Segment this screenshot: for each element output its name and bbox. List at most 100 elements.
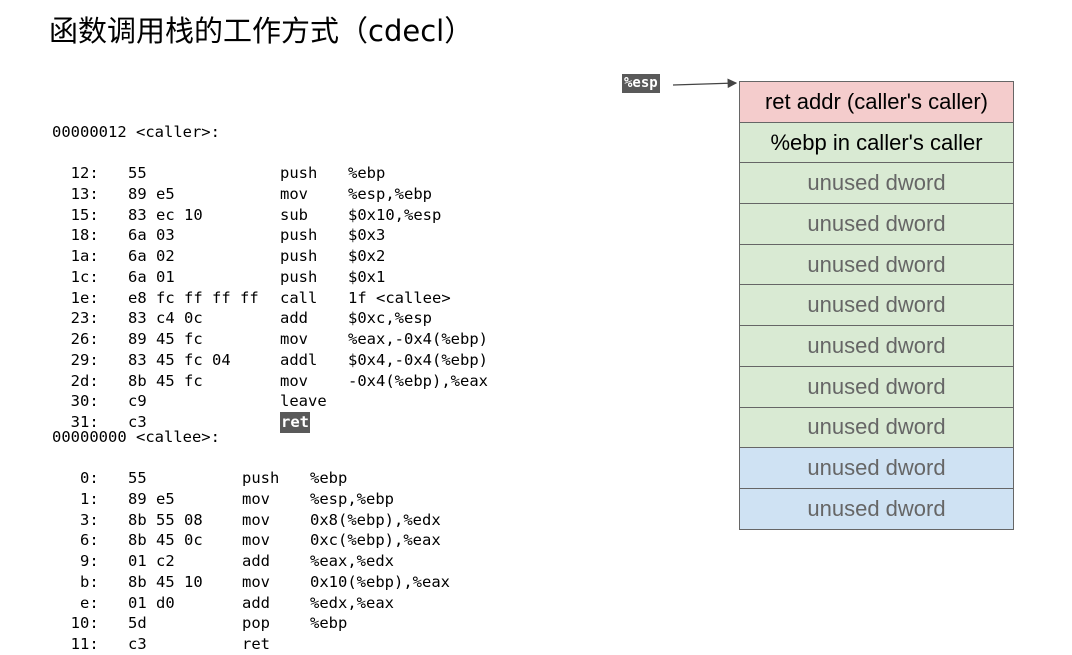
callee-op: mov — [242, 489, 270, 508]
caller-bytes: 6a 03 — [128, 226, 175, 245]
stack-slot: %ebp in caller's caller — [739, 122, 1014, 164]
caller-op: mov — [280, 184, 308, 203]
caller-op: ret — [280, 412, 310, 433]
caller-bytes: 6a 01 — [128, 267, 175, 286]
callee-addr: 0: — [52, 469, 99, 487]
caller-addr: 30: — [52, 392, 99, 411]
stack-slot: ret addr (caller's caller) — [739, 82, 1014, 123]
caller-op: sub — [280, 205, 308, 224]
caller-addr: 31: — [52, 413, 99, 431]
esp-pointer-label: %esp — [622, 74, 660, 93]
stack-slot: unused dword — [739, 366, 1014, 408]
callee-args: %eax,%edx — [310, 552, 394, 570]
callee-args: 0x10(%ebp),%eax — [310, 572, 450, 591]
callee-addr: 6: — [52, 531, 99, 550]
caller-args: $0xc,%esp — [348, 309, 432, 328]
caller-addr: 1e: — [52, 288, 99, 307]
caller-op: push — [280, 164, 318, 182]
callee-bytes: c3 — [128, 635, 147, 653]
caller-bytes: 6a 02 — [128, 247, 175, 265]
caller-bytes: 89 e5 — [128, 184, 175, 203]
caller-addr: 29: — [52, 350, 99, 369]
callee-header-text: 00000000 <callee>: — [52, 427, 220, 446]
caller-addr: 13: — [52, 184, 99, 203]
stack-slot: unused dword — [739, 326, 1014, 367]
callee-args: %esp,%ebp — [310, 489, 394, 508]
callee-args: %ebp — [310, 614, 348, 633]
caller-op: addl — [280, 350, 318, 369]
caller-addr: 23: — [52, 309, 99, 328]
caller-args: $0x1 — [348, 267, 386, 286]
callee-bytes: 55 — [128, 469, 147, 487]
caller-line: 1a: 6a 02 push $0x2 — [52, 246, 386, 267]
callee-bytes: 01 d0 — [128, 593, 175, 612]
callee-line: e: 01 d0 add %edx,%eax — [52, 593, 394, 614]
caller-args: %esp,%ebp — [348, 184, 432, 203]
caller-bytes: 83 c4 0c — [128, 309, 203, 328]
caller-addr: 1c: — [52, 267, 99, 286]
stack-slot: unused dword — [739, 488, 1014, 530]
caller-line: 1e: e8 fc ff ff ff call 1f <callee> — [52, 288, 451, 309]
stack-slot: unused dword — [739, 285, 1014, 327]
caller-args: $0x4,-0x4(%ebp) — [348, 350, 488, 369]
caller-op: call — [280, 288, 318, 307]
callee-args: %ebp — [310, 469, 348, 487]
callee-line: 10: 5d pop %ebp — [52, 613, 348, 634]
callee-args: %edx,%eax — [310, 593, 394, 612]
callee-op: ret — [242, 635, 270, 653]
callee-addr: 10: — [52, 614, 99, 633]
callee-addr: b: — [52, 572, 99, 591]
callee-addr: e: — [52, 593, 99, 612]
callee-bytes: 8b 45 10 — [128, 572, 203, 591]
callee-addr: 11: — [52, 635, 99, 653]
stack-diagram: ret addr (caller's caller)%ebp in caller… — [739, 81, 1014, 530]
stack-slot: unused dword — [739, 204, 1014, 245]
callee-line: 11: c3 ret — [52, 634, 270, 655]
caller-args: 1f <callee> — [348, 288, 451, 307]
caller-bytes: e8 fc ff ff ff — [128, 288, 259, 307]
caller-line: 15: 83 ec 10 sub $0x10,%esp — [52, 205, 442, 226]
callee-bytes: 01 c2 — [128, 552, 175, 570]
caller-args: $0x10,%esp — [348, 205, 442, 224]
caller-args: $0x2 — [348, 247, 386, 265]
caller-op: push — [280, 226, 318, 245]
caller-op: push — [280, 247, 318, 265]
caller-bytes: 83 ec 10 — [128, 205, 203, 224]
callee-op: add — [242, 593, 270, 612]
caller-line: 29: 83 45 fc 04 addl $0x4,-0x4(%ebp) — [52, 350, 488, 371]
caller-op: leave — [280, 392, 327, 411]
stack-slot: unused dword — [739, 448, 1014, 489]
callee-op: mov — [242, 572, 270, 591]
caller-args: %ebp — [348, 164, 386, 182]
callee-args: 0xc(%ebp),%eax — [310, 531, 441, 550]
caller-header-text: 00000012 <caller>: — [52, 122, 220, 141]
caller-bytes: c9 — [128, 392, 147, 411]
callee-bytes: 89 e5 — [128, 489, 175, 508]
caller-args: -0x4(%ebp),%eax — [348, 371, 488, 390]
caller-addr: 15: — [52, 205, 99, 224]
caller-bytes: 55 — [128, 164, 147, 182]
caller-bytes: 8b 45 fc — [128, 371, 203, 390]
page-title: 函数调用栈的工作方式（cdecl） — [49, 14, 474, 48]
caller-addr: 1a: — [52, 247, 99, 265]
caller-addr: 26: — [52, 330, 99, 348]
caller-op: mov — [280, 371, 308, 390]
stack-slot: unused dword — [739, 244, 1014, 286]
callee-addr: 3: — [52, 510, 99, 529]
callee-bytes: 5d — [128, 614, 147, 633]
callee-op: pop — [242, 614, 270, 633]
caller-bytes: 83 45 fc 04 — [128, 350, 231, 369]
callee-op: mov — [242, 531, 270, 550]
callee-addr: 9: — [52, 552, 99, 570]
